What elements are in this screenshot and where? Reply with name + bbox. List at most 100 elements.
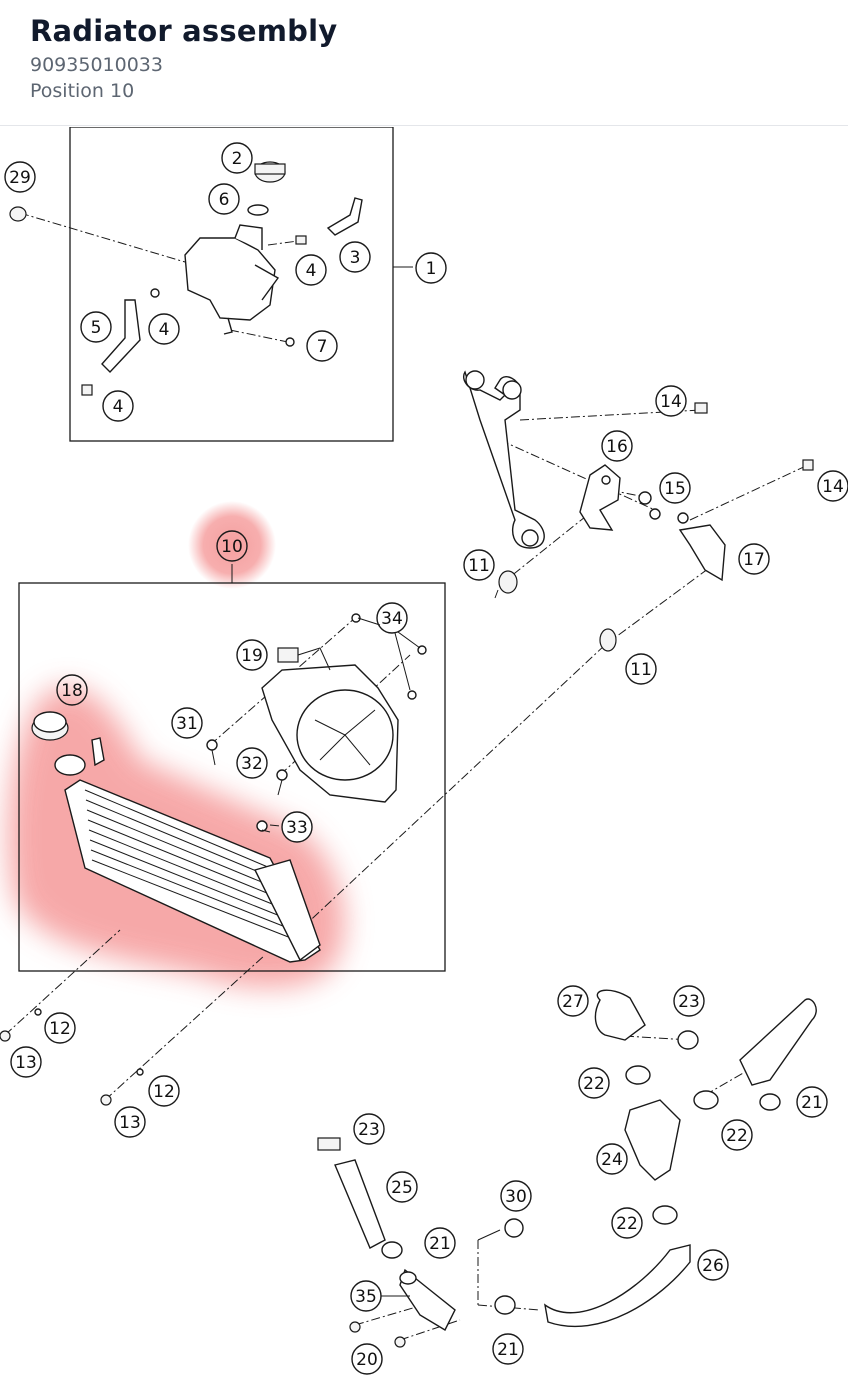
callout-7[interactable]: 7 xyxy=(306,330,338,362)
svg-text:14: 14 xyxy=(822,477,844,497)
hose-parts xyxy=(317,989,817,1348)
callout-22b[interactable]: 22 xyxy=(721,1119,753,1151)
callout-24[interactable]: 24 xyxy=(596,1143,628,1175)
svg-text:24: 24 xyxy=(601,1150,623,1170)
exploded-parts-diagram: 29 2 6 3 4 1 5 4 7 4 14 16 15 14 11 17 1… xyxy=(0,127,848,1390)
svg-text:27: 27 xyxy=(562,992,584,1012)
callout-22c[interactable]: 22 xyxy=(611,1207,643,1239)
svg-text:6: 6 xyxy=(219,190,230,210)
svg-text:12: 12 xyxy=(153,1082,175,1102)
svg-text:17: 17 xyxy=(743,550,765,570)
callout-21[interactable]: 21 xyxy=(796,1086,828,1118)
svg-text:18: 18 xyxy=(61,681,83,701)
callout-35[interactable]: 35 xyxy=(350,1280,382,1312)
svg-text:19: 19 xyxy=(241,646,263,666)
callout-15[interactable]: 15 xyxy=(659,472,691,504)
diagram-svg: 29 2 6 3 4 1 5 4 7 4 14 16 15 14 11 17 1… xyxy=(0,127,848,1375)
callout-4c[interactable]: 4 xyxy=(102,390,134,422)
svg-text:13: 13 xyxy=(15,1053,37,1073)
svg-text:35: 35 xyxy=(355,1287,377,1307)
highlight-callout-10 xyxy=(188,501,276,589)
svg-text:22: 22 xyxy=(616,1214,638,1234)
bracket-parts xyxy=(463,370,814,652)
callout-27[interactable]: 27 xyxy=(557,985,589,1017)
svg-text:15: 15 xyxy=(664,479,686,499)
svg-text:29: 29 xyxy=(9,168,31,188)
svg-text:26: 26 xyxy=(702,1256,724,1276)
svg-text:1: 1 xyxy=(426,259,437,279)
callout-22[interactable]: 22 xyxy=(578,1067,610,1099)
callout-labels: 29 2 6 3 4 1 5 4 7 4 14 16 15 14 11 17 1… xyxy=(4,142,848,1375)
svg-text:23: 23 xyxy=(678,992,700,1012)
svg-text:23: 23 xyxy=(358,1120,380,1140)
callout-19[interactable]: 19 xyxy=(236,639,268,671)
svg-text:31: 31 xyxy=(176,714,198,734)
callout-23[interactable]: 23 xyxy=(673,985,705,1017)
callout-4b[interactable]: 4 xyxy=(148,313,180,345)
svg-text:11: 11 xyxy=(468,556,490,576)
callout-16[interactable]: 16 xyxy=(601,430,633,462)
svg-text:22: 22 xyxy=(583,1074,605,1094)
svg-text:7: 7 xyxy=(317,337,328,357)
callout-3[interactable]: 3 xyxy=(339,241,371,273)
radiator-fins xyxy=(84,789,297,941)
svg-text:32: 32 xyxy=(241,754,263,774)
svg-text:4: 4 xyxy=(159,320,170,340)
callout-25[interactable]: 25 xyxy=(386,1171,418,1203)
svg-text:25: 25 xyxy=(391,1178,413,1198)
callout-33[interactable]: 33 xyxy=(281,811,313,843)
svg-text:12: 12 xyxy=(49,1019,71,1039)
svg-text:14: 14 xyxy=(660,392,682,412)
page-title: Radiator assembly xyxy=(30,14,338,48)
callout-29[interactable]: 29 xyxy=(4,161,36,193)
callout-14b[interactable]: 14 xyxy=(817,470,848,502)
callout-12b[interactable]: 12 xyxy=(148,1075,180,1107)
expansion-tank-parts xyxy=(9,161,363,396)
callout-31[interactable]: 31 xyxy=(171,707,203,739)
callout-30[interactable]: 30 xyxy=(500,1180,532,1212)
svg-text:33: 33 xyxy=(286,818,308,838)
callout-1[interactable]: 1 xyxy=(415,252,447,284)
part-number: 90935010033 xyxy=(30,54,163,76)
group-frame-1 xyxy=(69,127,394,442)
svg-text:13: 13 xyxy=(119,1113,141,1133)
callout-20[interactable]: 20 xyxy=(351,1343,383,1375)
callout-14[interactable]: 14 xyxy=(655,385,687,417)
svg-text:30: 30 xyxy=(505,1187,527,1207)
svg-text:3: 3 xyxy=(350,248,361,268)
radiator-parts xyxy=(0,613,427,1106)
svg-text:16: 16 xyxy=(606,437,628,457)
callout-10[interactable]: 10 xyxy=(216,530,248,562)
svg-text:21: 21 xyxy=(429,1234,451,1254)
callout-11b[interactable]: 11 xyxy=(625,653,657,685)
callout-5[interactable]: 5 xyxy=(80,311,112,343)
callout-12[interactable]: 12 xyxy=(44,1012,76,1044)
callout-13b[interactable]: 13 xyxy=(114,1106,146,1138)
callout-4[interactable]: 4 xyxy=(295,254,327,286)
position-label: Position 10 xyxy=(30,80,135,102)
callout-6[interactable]: 6 xyxy=(208,183,240,215)
callout-26[interactable]: 26 xyxy=(697,1249,729,1281)
callout-11[interactable]: 11 xyxy=(463,549,495,581)
svg-text:21: 21 xyxy=(801,1093,823,1113)
svg-text:20: 20 xyxy=(356,1350,378,1370)
svg-text:5: 5 xyxy=(91,318,102,338)
svg-text:21: 21 xyxy=(497,1340,519,1360)
page-header: Radiator assembly 90935010033 Position 1… xyxy=(0,0,848,126)
svg-text:4: 4 xyxy=(306,261,317,281)
callout-32[interactable]: 32 xyxy=(236,747,268,779)
callout-34[interactable]: 34 xyxy=(376,602,408,634)
svg-text:4: 4 xyxy=(113,397,124,417)
svg-text:10: 10 xyxy=(221,537,243,557)
callout-13[interactable]: 13 xyxy=(10,1046,42,1078)
callout-2[interactable]: 2 xyxy=(221,142,253,174)
svg-text:11: 11 xyxy=(630,660,652,680)
callout-21c[interactable]: 21 xyxy=(492,1333,524,1365)
callout-17[interactable]: 17 xyxy=(738,543,770,575)
svg-text:34: 34 xyxy=(381,609,403,629)
callout-23b[interactable]: 23 xyxy=(353,1113,385,1145)
callout-18[interactable]: 18 xyxy=(56,674,88,706)
svg-text:22: 22 xyxy=(726,1126,748,1146)
callout-21b[interactable]: 21 xyxy=(424,1227,456,1259)
svg-text:2: 2 xyxy=(232,149,243,169)
